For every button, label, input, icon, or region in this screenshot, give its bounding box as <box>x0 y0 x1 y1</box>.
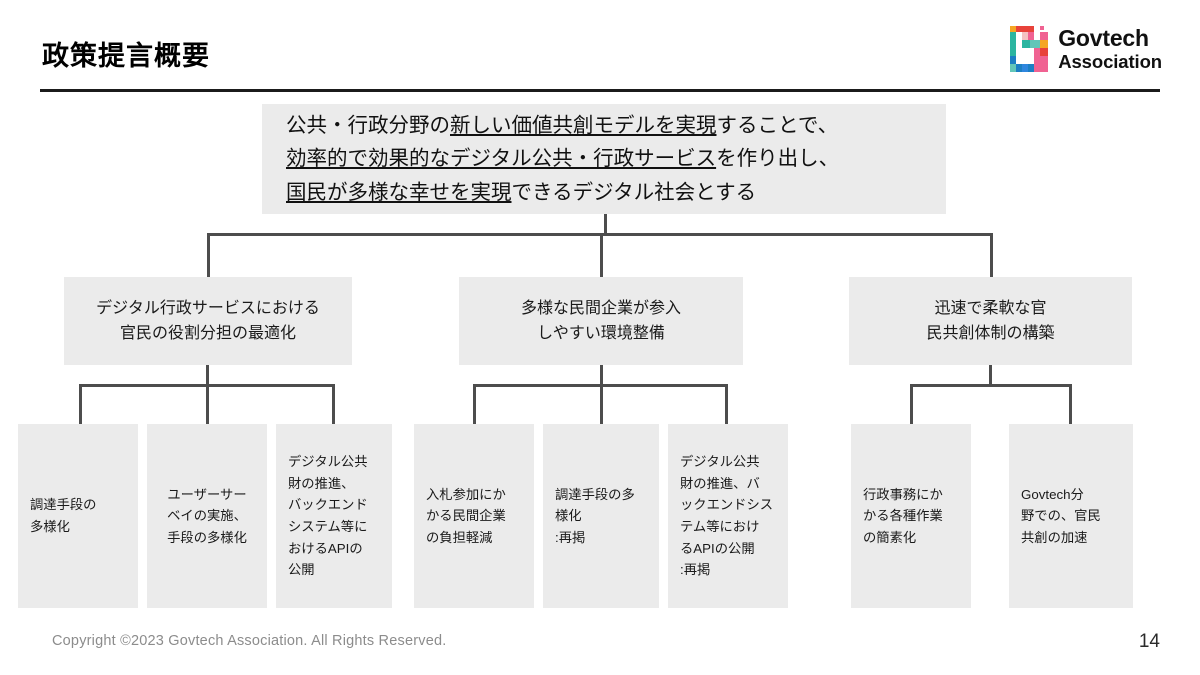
vision-line-1: 公共・行政分野の新しい価値共創モデルを実現することで、 <box>286 109 946 142</box>
pillar-box-3: 迅速で柔軟な官 民共創体制の構築 <box>849 277 1132 365</box>
vision-box-text: 公共・行政分野の新しい価値共創モデルを実現することで、 効率的で効果的なデジタル… <box>262 109 946 209</box>
govtech-logo-mark-icon <box>1010 26 1049 72</box>
measure-box-4: 入札参加にかかる民間企業の負担軽減 <box>414 424 534 608</box>
measure-box-6: デジタル公共財の推進、バックエンドシステム等におけるAPIの公開:再掲 <box>668 424 788 608</box>
govtech-logo-text: Govtech Association <box>1058 24 1162 72</box>
connector-g1-drop-3 <box>332 384 335 424</box>
title-divider <box>40 89 1160 92</box>
connector-g3-drop-2 <box>1069 384 1072 424</box>
vision-line-1-plain-b: することで、 <box>716 114 839 138</box>
copyright-text: Copyright ©2023 Govtech Association. All… <box>52 633 447 649</box>
vision-line-1-plain-a: 公共・行政分野の <box>286 114 450 138</box>
measure-box-1: 調達手段の多様化 <box>18 424 138 608</box>
connector-g1-drop-1 <box>79 384 82 424</box>
pillar-box-2: 多様な民間企業が参入 しやすい環境整備 <box>459 277 743 365</box>
pillar-box-2-line-2: しやすい環境整備 <box>537 325 665 342</box>
vision-line-3: 国民が多様な幸せを実現できるデジタル社会とする <box>286 176 946 209</box>
measure-box-7-text: 行政事務にかかる各種作業の簡素化 <box>863 486 943 545</box>
govtech-logo: Govtech Association <box>1010 26 1162 72</box>
measure-box-2-text: ユーザーサーベイの実施、手段の多様化 <box>167 486 247 545</box>
pillar-box-1-line-2: 官民の役割分担の最適化 <box>119 325 296 342</box>
connector-g1-stem <box>206 365 209 387</box>
pillar-box-3-text: 迅速で柔軟な官 民共創体制の構築 <box>849 296 1132 347</box>
logo-line-2: Association <box>1058 50 1162 72</box>
vision-line-2: 効率的で効果的なデジタル公共・行政サービスを作り出し、 <box>286 142 946 175</box>
pillar-box-1-line-1: デジタル行政サービスにおける <box>96 299 320 317</box>
connector-g2-drop-1 <box>473 384 476 424</box>
connector-root-drop-3 <box>990 233 993 277</box>
connector-g1-drop-2 <box>206 384 209 424</box>
measure-box-3: デジタル公共財の推進、バックエンドシステム等におけるAPIの公開 <box>276 424 392 608</box>
measure-box-5: 調達手段の多様化:再掲 <box>543 424 659 608</box>
measure-box-3-text: デジタル公共財の推進、バックエンドシステム等におけるAPIの公開 <box>288 454 368 578</box>
pillar-box-1: デジタル行政サービスにおける 官民の役割分担の最適化 <box>64 277 352 365</box>
pillar-box-3-line-1: 迅速で柔軟な官 <box>934 299 1047 317</box>
measure-box-2: ユーザーサーベイの実施、手段の多様化 <box>147 424 267 608</box>
measure-box-6-text: デジタル公共財の推進、バックエンドシステム等におけるAPIの公開:再掲 <box>680 454 774 578</box>
measure-box-7: 行政事務にかかる各種作業の簡素化 <box>851 424 971 608</box>
connector-g2-drop-2 <box>600 384 603 424</box>
connector-root-stem <box>604 214 607 236</box>
connector-g3-stem <box>989 365 992 387</box>
vision-line-2-plain-b: を作り出し、 <box>716 147 840 171</box>
page-title: 政策提言概要 <box>42 41 210 71</box>
measure-box-8: Govtech分野での、官民共創の加速 <box>1009 424 1133 608</box>
vision-line-3-plain-b: できるデジタル社会とする <box>511 180 757 204</box>
vision-line-2-underlined: 効率的で効果的なデジタル公共・行政サービス <box>286 147 717 171</box>
measure-box-1-text: 調達手段の多様化 <box>30 497 97 534</box>
connector-root-drop-2 <box>600 233 603 277</box>
pillar-box-1-text: デジタル行政サービスにおける 官民の役割分担の最適化 <box>64 296 352 347</box>
measure-box-5-text: 調達手段の多様化:再掲 <box>555 486 635 545</box>
vision-line-1-underlined: 新しい価値共創モデルを実現 <box>450 114 717 138</box>
vision-box: 公共・行政分野の新しい価値共創モデルを実現することで、 効率的で効果的なデジタル… <box>262 104 946 214</box>
pillar-box-3-line-2: 民共創体制の構築 <box>926 325 1055 342</box>
vision-line-3-underlined: 国民が多様な幸せを実現 <box>286 180 512 204</box>
page-number: 14 <box>1138 631 1160 652</box>
pillar-box-2-text: 多様な民間企業が参入 しやすい環境整備 <box>459 296 743 347</box>
pillar-box-2-line-1: 多様な民間企業が参入 <box>520 299 681 317</box>
logo-line-1: Govtech <box>1058 24 1149 51</box>
connector-g3-bus <box>910 384 1072 387</box>
measure-box-4-text: 入札参加にかかる民間企業の負担軽減 <box>426 486 506 545</box>
connector-g2-stem <box>600 365 603 387</box>
connector-root-drop-1 <box>207 233 210 277</box>
connector-g3-drop-1 <box>910 384 913 424</box>
connector-g2-drop-3 <box>725 384 728 424</box>
measure-box-8-text: Govtech分野での、官民共創の加速 <box>1021 486 1101 545</box>
